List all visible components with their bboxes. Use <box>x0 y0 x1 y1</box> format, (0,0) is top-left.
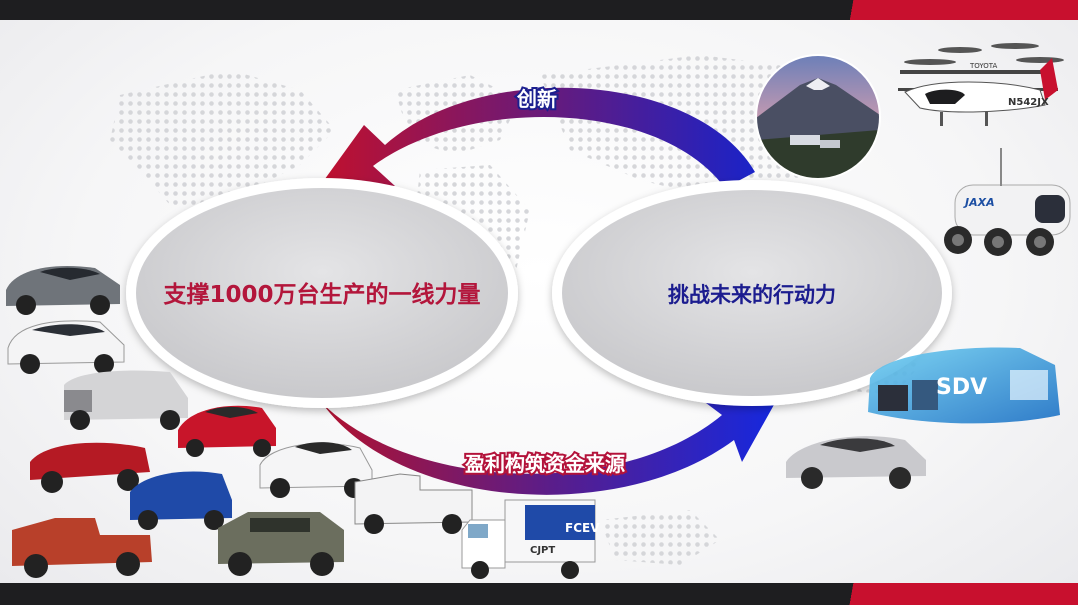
left-node-label: 支撑1000万台生产的一线力量 <box>162 281 480 308</box>
concept-ev-image <box>786 436 926 489</box>
right-node-label: 挑战未来的行动力 <box>668 283 836 307</box>
evtol-aircraft-image: N542JX TOYOTA <box>898 43 1064 126</box>
lunar-rover-image: JAXA <box>944 148 1071 256</box>
bottom-cycle-arrow: 盈利构筑资金来源 <box>322 394 780 495</box>
evtol-brand: TOYOTA <box>969 62 998 70</box>
woven-city-photo <box>755 54 881 180</box>
bottom-arrow-label: 盈利构筑资金来源 <box>464 452 625 476</box>
evtol-registration: N542JX <box>1008 97 1049 108</box>
top-cycle-arrow: 创新 <box>322 85 755 188</box>
sdv-label: SDV <box>936 375 987 400</box>
bottom-bar <box>0 583 1078 605</box>
truck-logo: CJPT <box>530 545 555 556</box>
top-bar-accent <box>828 0 1078 20</box>
top-arrow-label: 创新 <box>516 87 557 111</box>
vehicle-lineup-images: FCEV CJPT <box>6 266 600 579</box>
rover-logo: JAXA <box>963 196 995 209</box>
bottom-bar-accent <box>828 583 1078 605</box>
sdv-illustration: SDV <box>868 347 1060 424</box>
right-node: 挑战未来的行动力 <box>552 180 952 406</box>
top-bar <box>0 0 1078 20</box>
left-node: 支撑1000万台生产的一线力量 <box>126 178 518 408</box>
truck-fcev-label: FCEV <box>565 521 600 535</box>
